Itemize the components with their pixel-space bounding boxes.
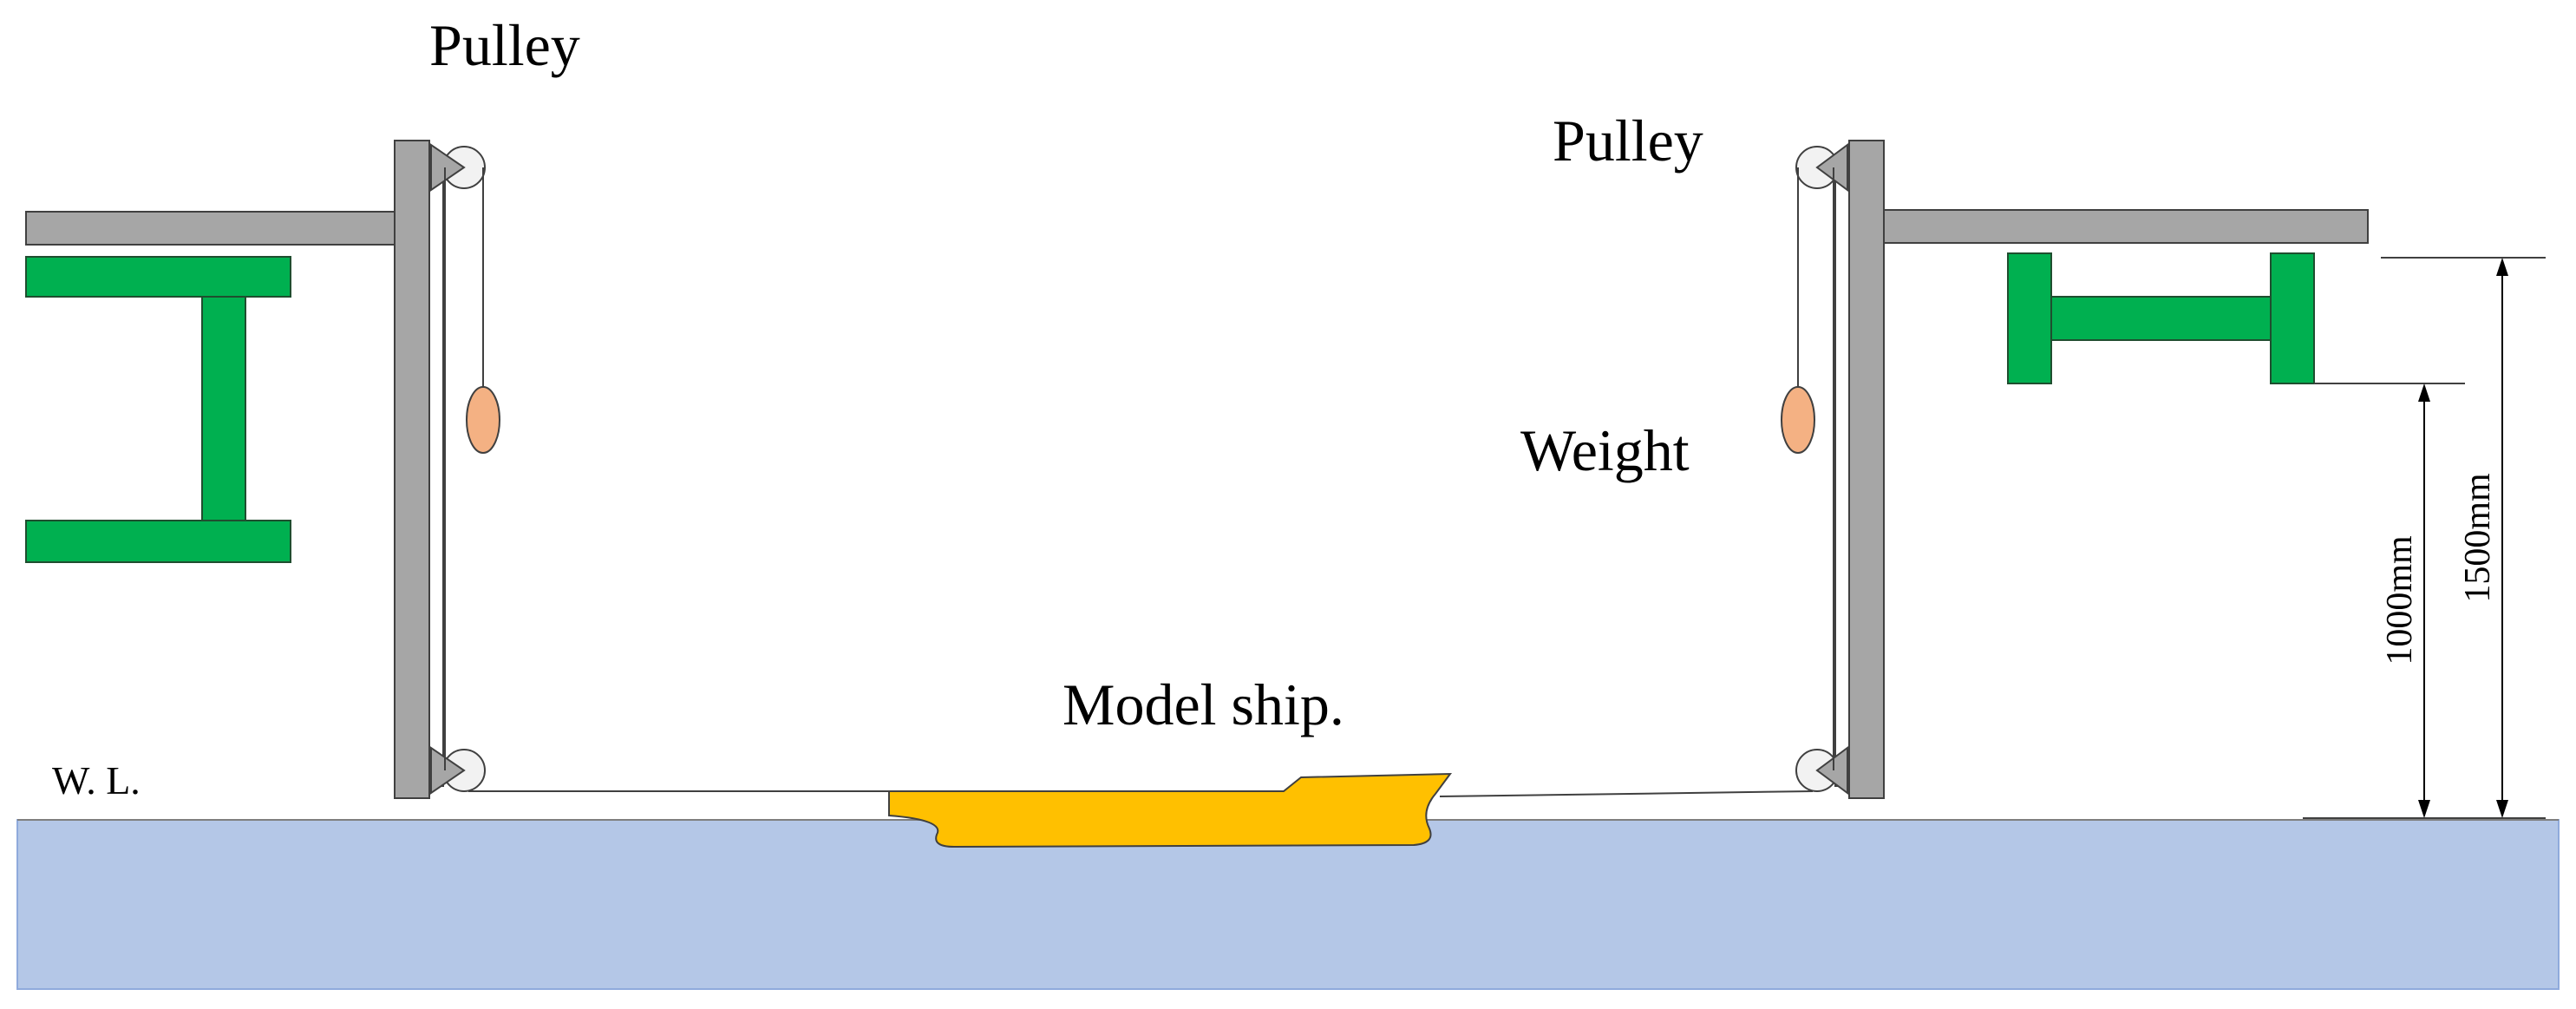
height-1000-label: 1000mm	[2380, 535, 2420, 665]
left-post	[394, 140, 430, 799]
left-bottom-pulley	[430, 746, 486, 795]
pulley-left-label: Pulley	[429, 12, 580, 78]
right-bottom-pulley	[1795, 746, 1848, 795]
height-1500-label: 1500mm	[2458, 473, 2498, 603]
water-tank	[16, 819, 2560, 990]
water-line-label: W. L.	[52, 758, 141, 803]
left-top-pulley	[430, 143, 486, 192]
left-i-beam	[25, 256, 291, 563]
model-ship-label: Model ship.	[1062, 672, 1344, 737]
right-rail	[1883, 209, 2369, 244]
right-top-pulley	[1795, 143, 1848, 192]
left-rail	[25, 211, 396, 246]
right-post-inner	[1834, 154, 1850, 787]
right-h-beam	[2007, 252, 2315, 384]
dimension-1500	[2303, 257, 2546, 819]
right-tow-rope	[1439, 790, 1814, 797]
right-weight	[1781, 386, 1815, 454]
left-weight	[466, 386, 500, 454]
dimension-1000	[2314, 383, 2465, 818]
right-post	[1848, 140, 1885, 799]
pulley-right-label: Pulley	[1553, 108, 1703, 174]
left-post-inner	[428, 154, 444, 787]
model-ship	[888, 772, 1453, 848]
weight-label: Weight	[1520, 417, 1690, 483]
